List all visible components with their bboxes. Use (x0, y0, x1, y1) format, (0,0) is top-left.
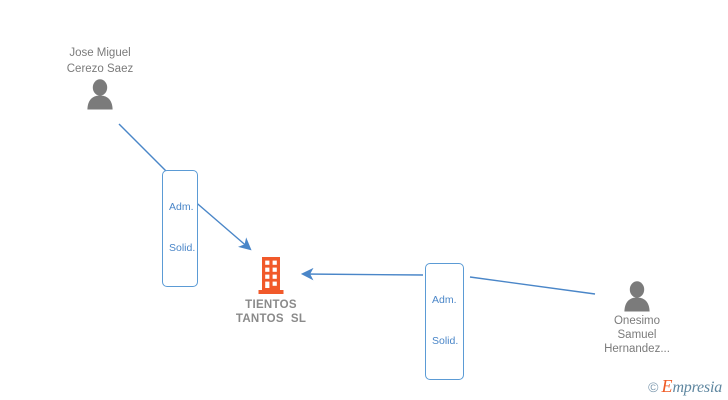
edge-jose-segment-1 (118, 123, 168, 173)
building-icon (258, 257, 284, 294)
watermark-empresia: © Empresia (648, 376, 722, 396)
edge-label-line-1: Adm. (169, 201, 194, 213)
edge-label-adm-solid-left[interactable]: Adm. Solid. (162, 170, 198, 287)
company-label-line-1: TIENTOS (245, 299, 297, 311)
watermark-brand-rest: mpresia (672, 379, 722, 396)
watermark-brand-initial: E (661, 376, 673, 396)
node-person-jose-miguel-cerezo-saez[interactable]: Jose Miguel Cerezo Saez (40, 46, 160, 110)
node-label-line-2: Cerezo Saez (66, 63, 134, 75)
edge-onesimo-segment-2 (300, 267, 424, 281)
edge-label-line-1: Adm. (432, 294, 457, 306)
company-label-line-2: TANTOS SL (235, 313, 307, 325)
node-company-tientos-tantos-sl[interactable]: TIENTOS TANTOS SL (211, 257, 331, 326)
person-icon (87, 79, 113, 110)
node-label-line-2: Samuel (617, 329, 657, 341)
edge-onesimo-segment-1 (469, 276, 596, 295)
person-icon (624, 281, 650, 312)
edge-label-adm-solid-right[interactable]: Adm. Solid. (425, 263, 464, 380)
node-person-onesimo-samuel-hernandez[interactable]: Onesimo Samuel Hernandez... (577, 280, 697, 356)
node-label-line-1: Jose Miguel (69, 47, 131, 59)
copyright-icon: © (648, 379, 659, 395)
edge-label-line-2: Solid. (169, 241, 196, 254)
edge-jose-segment-2 (191, 198, 252, 251)
edge-label-line-2: Solid. (432, 334, 459, 347)
node-label-line-3: Hernandez... (604, 343, 670, 355)
node-label-line-1: Onesimo (613, 315, 661, 327)
